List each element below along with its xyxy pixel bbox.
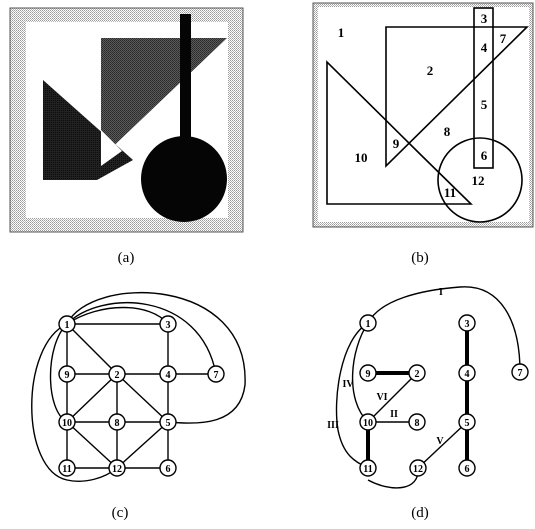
panel-a: (a) [9,7,244,266]
outline-bar [473,7,494,169]
outline-trapezoid [326,60,473,205]
panel-d: 1 2 3 4 5 6 7 8 9 10 11 12 I II III IV V… [327,286,529,521]
node-label: 5 [465,418,470,429]
node-label: 7 [518,368,523,379]
edge-label: VI [376,392,387,403]
node-label: 3 [166,320,171,331]
edge-label: III [327,420,339,431]
node-label: 5 [166,418,171,429]
node-label: 9 [366,369,371,380]
node-label: 12 [112,464,122,475]
panel-c: 1 2 3 4 5 6 7 8 9 10 11 12 (c) [31,292,246,521]
node-label: 11 [363,464,372,475]
region-label: 12 [472,173,485,188]
outline-circle [437,137,523,223]
graph-d-nodes [359,314,529,477]
panel-a-caption: (a) [118,250,135,266]
region-label: 3 [481,11,488,26]
node-label: 4 [166,370,171,381]
shape-bar [180,14,191,144]
node-label: 11 [62,464,71,475]
graph-d-labels: 1 2 3 4 5 6 7 8 9 10 11 12 I II III IV V… [327,287,522,475]
node-label: 12 [413,464,423,475]
panel-d-caption: (d) [411,505,429,521]
node-label: 4 [465,369,470,380]
node-label: 6 [465,464,470,475]
region-label: 2 [427,63,434,78]
panel-b-white-area [318,7,529,222]
node-label: 2 [415,369,420,380]
region-label: 6 [481,148,488,163]
region-label: 8 [444,124,451,139]
node-label: 2 [115,370,120,381]
panel-b-labels: 1 2 3 4 5 6 7 8 9 10 11 12 (b) [338,11,507,266]
graph-c-nodes [58,315,225,477]
node-label: 10 [62,418,72,429]
node-label: 1 [366,319,371,330]
region-label: 7 [500,31,507,46]
region-label: 5 [481,97,488,112]
node-label: 7 [214,370,219,381]
node-label: 8 [115,418,120,429]
region-label: 10 [355,150,368,165]
panel-b [312,2,534,228]
node-label: 9 [65,370,70,381]
edge-label: V [436,436,444,447]
region-label: 9 [393,136,400,151]
node-label: 10 [363,418,373,429]
node-label: 8 [415,418,420,429]
region-label: 11 [444,185,456,200]
shape-triangle [101,38,227,158]
node-label: 1 [65,320,70,331]
outline-triangle [385,26,529,168]
region-label: 4 [481,40,488,55]
panel-b-caption: (b) [411,250,429,266]
edge-label: IV [342,379,354,390]
panel-c-caption: (c) [112,505,129,521]
node-label: 6 [166,464,171,475]
shape-circle [141,136,227,222]
edge-label: I [439,287,443,298]
node-label: 3 [465,319,470,330]
shape-gap [101,130,122,166]
graph-c-labels: 1 2 3 4 5 6 7 8 9 10 11 12 [62,320,219,475]
region-label: 1 [338,25,345,40]
edge-label: II [390,409,398,420]
